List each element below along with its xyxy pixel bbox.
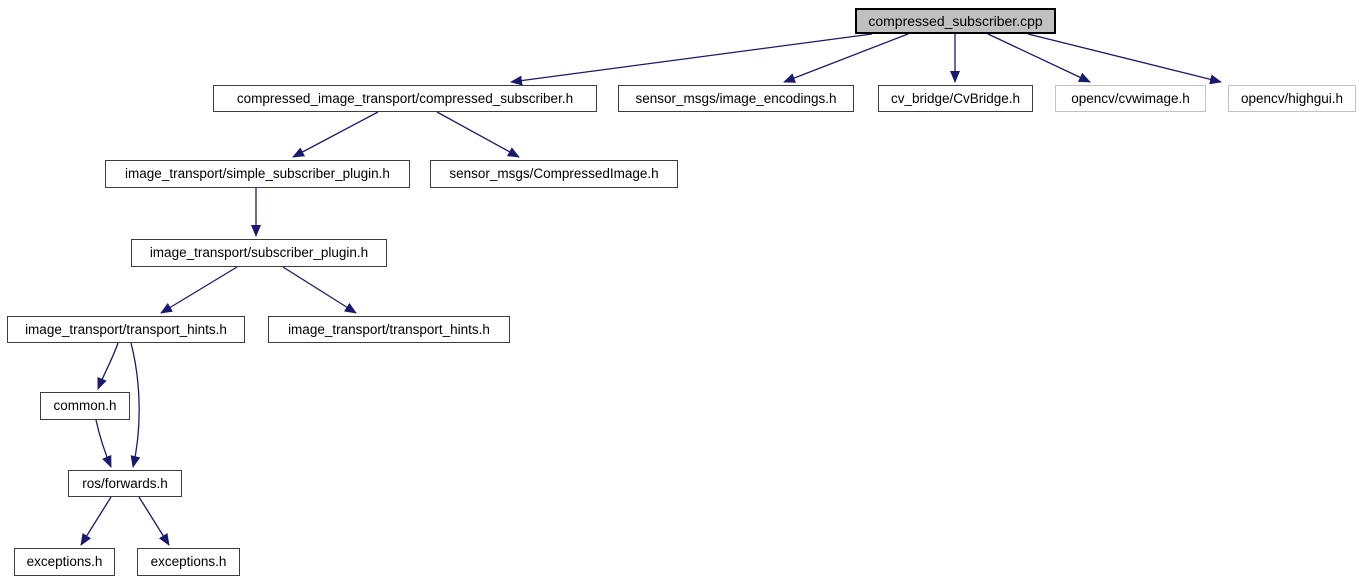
edge-n8-n9 [160,266,238,314]
node-common-h[interactable]: common.h [40,392,130,420]
edge-n9-n12 [130,342,141,468]
node-exceptions-h-right[interactable]: exceptions.h [137,548,240,576]
edge-n1-n6 [292,111,379,158]
edge-n8-n10 [282,266,357,314]
edge-n0-n5 [1027,33,1222,85]
node-image-transport-transport-hints-h-left[interactable]: image_transport/transport_hints.h [7,316,245,343]
edge-n0-n1 [510,33,873,86]
node-exceptions-h-left[interactable]: exceptions.h [14,548,115,576]
edge-n12-n13 [80,496,112,546]
node-cv-bridge-cvbridge-h[interactable]: cv_bridge/CvBridge.h [878,85,1033,112]
node-opencv-highgui-h[interactable]: opencv/highgui.h [1228,85,1356,112]
edge-n11-n12 [95,419,112,468]
node-sensor-msgs-image-encodings-h[interactable]: sensor_msgs/image_encodings.h [618,85,854,112]
node-compressed-subscriber-cpp[interactable]: compressed_subscriber.cpp [855,8,1056,34]
node-image-transport-simple-subscriber-plugin-h[interactable]: image_transport/simple_subscriber_plugin… [105,160,410,188]
edge-n1-n7 [436,111,520,158]
node-ros-forwards-h[interactable]: ros/forwards.h [68,470,182,497]
node-sensor-msgs-compressedimage-h[interactable]: sensor_msgs/CompressedImage.h [430,160,678,188]
edge-n12-n14 [138,496,170,546]
node-image-transport-subscriber-plugin-h[interactable]: image_transport/subscriber_plugin.h [131,239,387,267]
node-compressed-image-transport-compressed-subscriber-h[interactable]: compressed_image_transport/compressed_su… [213,85,597,112]
edge-n9-n11 [97,342,119,390]
node-image-transport-transport-hints-h-right[interactable]: image_transport/transport_hints.h [268,316,510,343]
node-opencv-cvwimage-h[interactable]: opencv/cvwimage.h [1055,85,1206,112]
edge-n0-n4 [987,33,1091,83]
edge-n0-n2 [783,33,909,83]
